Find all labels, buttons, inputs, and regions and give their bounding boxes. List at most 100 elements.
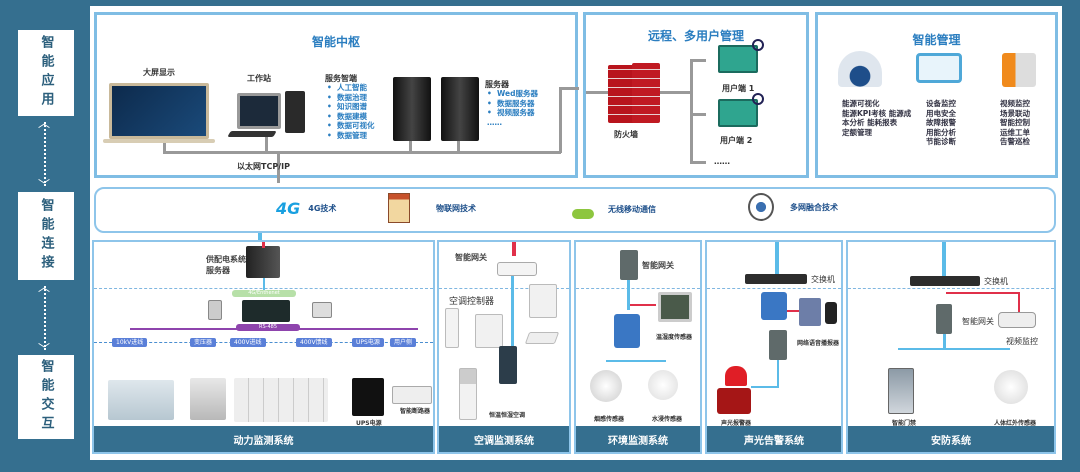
management-item: 定额管理 [842,127,872,137]
speaker-icon [825,302,837,324]
client-more: …… [714,157,730,166]
aircon-gateway-label: 智能网关 [455,253,487,262]
service-list: • 人工智能 • 数据治理 • 知识图谱 • 数据建模 • 数据可视化 • 数据… [327,83,375,140]
alarm-switch-label: 交换机 [811,275,835,284]
management-item: 视频监控 [1000,99,1030,108]
converter-icon [761,292,787,320]
bus-rs485: RS-485 [236,324,300,331]
server-list: • Wed服务器 • 数据服务器 • 视频服务器 …… [487,89,538,127]
security-title: 安防系统 [848,426,1054,452]
camera-link-v [1018,292,1020,312]
siren-link-h [751,386,779,388]
ethernet-bus [163,151,561,154]
security-bus [898,348,1010,350]
management-item: 智能控制 [1000,118,1030,127]
layer-divider [707,288,841,289]
4g-icon: 4G [276,199,301,218]
network-fusion-icon [748,193,774,221]
low-voltage-cabinet-icon [234,378,328,422]
layer-label: 智能应用 [38,35,54,111]
layer-divider [439,288,569,289]
security-switch-label: 交换机 [984,277,1008,286]
water-sensor-icon [648,370,678,400]
ethernet-to-firewall [559,87,579,90]
env-title: 环境监测系统 [576,426,700,452]
ac-gateway-icon [499,346,517,384]
power-title: 动力监测系统 [94,426,433,452]
server-rack-icon [393,77,431,141]
client-label: 用户端 1 [722,84,755,93]
management-item: 能源KPI考核 能源成 [842,108,912,118]
big-screen-laptop-icon [109,83,209,139]
ac-controller-icon [529,284,557,318]
layer-connection: 智能连接 [18,192,74,280]
client-label: 用户端 2 [720,136,753,145]
server-item: • Wed服务器 [487,89,538,98]
ethernet-down [277,153,280,183]
management-item: 能源可视化 [842,99,880,108]
camera-label: 视频监控 [1006,337,1038,346]
keyboard-icon [227,131,277,137]
aircon-title: 空调监测系统 [439,426,569,452]
tech-band: 4G 4G技术 物联网技术 无线移动通信 多网融合技术 [94,187,1056,233]
presenter-icon [1002,53,1036,87]
tech-label: 4G技术 [308,204,337,213]
layer-application: 智能应用 [18,30,74,116]
management-title: 智能管理 [912,33,961,47]
tag-400v-feed: 400V馈线 [296,338,332,347]
voice-player-icon [799,298,821,326]
rs485-trunk [130,328,418,330]
ceiling-ac-icon [524,332,560,344]
remote-panel: 远程、多用户管理 防火墙 用户端 1 用户端 2 …… [583,12,809,178]
ups-label: UPS电源 [356,420,382,427]
power-red-link [262,242,265,248]
energy-gauge-icon [838,51,882,87]
management-col3: 视频监控 场景联动 智能控制 运维工单 告警巡检 [1000,99,1030,147]
breaker-icon [392,386,432,404]
aircon-subsystem: 智能网关 空调控制器 恒温恒湿空调 空调监测系统 [437,240,571,454]
server-rack-icon [441,77,479,141]
management-panel: 智能管理 能源可视化 能源KPI考核 能源成 本分析 能耗报表 定额管理 设备监… [815,12,1058,178]
wifi-router-icon [572,209,594,219]
hub-to-power-link [258,233,262,245]
security-subsystem: 交换机 智能网关 视频监控 智能门禁 人体红外传感器 安防系统 [846,240,1056,454]
ac-controller-icon [475,314,503,348]
hub-title: 智能中枢 [311,35,360,49]
security-gateway-label: 智能网关 [962,317,994,326]
client-branch [690,113,706,116]
breaker-label: 智能断路器 [400,408,431,415]
security-gateway-icon [936,304,952,334]
tag-400v-in: 400V进线 [230,338,266,347]
management-col1: 能源可视化 能源KPI考核 能源成 本分析 能耗报表 定额管理 [842,99,911,137]
management-item: 用电安全 [926,108,956,118]
siren-light-icon [725,366,747,386]
smoke-sensor-icon [590,370,622,402]
ethernet-drop [265,137,268,153]
door-label: 智能门禁 [892,420,917,427]
water-label: 水浸传感器 [652,416,683,423]
management-item: 故障报警 [926,118,956,127]
plc-controller-icon [242,300,290,322]
dotted-connector [44,122,46,186]
ethernet-drop [163,143,166,153]
service-title: 服务智端 [325,74,357,83]
client-trunk [690,59,693,163]
tech-item-fusion: 多网融合技术 [748,193,838,221]
pir-sensor-icon [994,370,1028,404]
aircon-trunk [511,276,514,356]
network-label: 以太网TCP/IP [237,162,290,171]
tech-label: 无线移动通信 [608,204,656,214]
camera-icon [998,312,1036,328]
management-col2: 设备监控 用电安全 故障报警 用能分析 节能诊断 [926,99,956,147]
management-item: 用能分析 [926,127,956,137]
floor-ac-icon [445,308,459,348]
aircon-controller-label: 空调控制器 [449,297,495,307]
voice-link [787,310,801,312]
bus-4g-ethernet: 4G/Enthenet [232,290,296,297]
firewall-label: 防火墙 [614,130,638,139]
ups-icon [352,378,384,416]
antenna-module-icon [312,302,332,318]
client-branch [690,59,706,62]
power-subsystem: 供配电系统服务器 4G/Enthenet RS-485 10kV进线 变压器 4… [92,240,435,454]
power-server-label: 供配电系统服务器 [206,255,246,275]
